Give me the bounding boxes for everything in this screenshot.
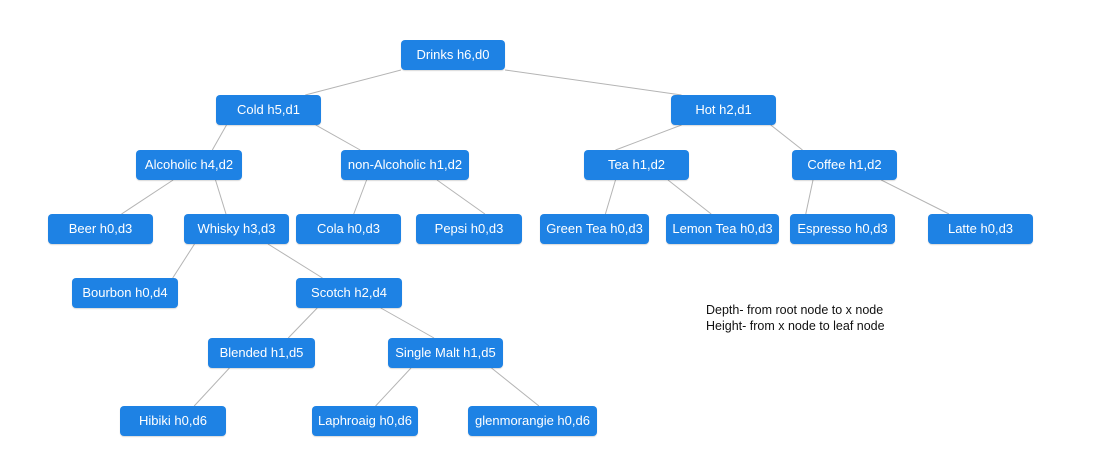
edge-coffee-espresso bbox=[805, 179, 814, 215]
edge-non_alcoholic-cola bbox=[353, 179, 368, 215]
node-cold[interactable]: Cold h5,d1 bbox=[216, 95, 321, 125]
node-lemon-tea[interactable]: Lemon Tea h0,d3 bbox=[666, 214, 779, 244]
node-single-malt[interactable]: Single Malt h1,d5 bbox=[388, 338, 503, 368]
node-coffee[interactable]: Coffee h1,d2 bbox=[792, 150, 897, 180]
edge-blended-hibiki bbox=[193, 367, 230, 407]
legend: Depth- from root node to x node Height- … bbox=[706, 302, 885, 334]
node-non-alcoholic[interactable]: non-Alcoholic h1,d2 bbox=[341, 150, 469, 180]
node-laphroaig[interactable]: Laphroaig h0,d6 bbox=[312, 406, 418, 436]
node-pepsi[interactable]: Pepsi h0,d3 bbox=[416, 214, 522, 244]
legend-depth: Depth- from root node to x node bbox=[706, 303, 884, 317]
edge-alcoholic-beer bbox=[121, 179, 174, 215]
edge-scotch-blended bbox=[287, 307, 318, 339]
node-beer[interactable]: Beer h0,d3 bbox=[48, 214, 153, 244]
edge-alcoholic-whisky bbox=[215, 179, 227, 215]
edge-cold-alcoholic bbox=[211, 124, 227, 151]
edge-coffee-latte bbox=[881, 179, 950, 215]
node-hibiki[interactable]: Hibiki h0,d6 bbox=[120, 406, 226, 436]
node-cola[interactable]: Cola h0,d3 bbox=[296, 214, 401, 244]
node-scotch[interactable]: Scotch h2,d4 bbox=[296, 278, 402, 308]
edge-whisky-scotch bbox=[267, 243, 323, 279]
edge-single_malt-glenmorangie bbox=[491, 367, 540, 407]
edge-hot-coffee bbox=[770, 124, 803, 151]
edge-non_alcoholic-pepsi bbox=[436, 179, 486, 215]
edge-hot-tea bbox=[615, 124, 682, 151]
node-drinks[interactable]: Drinks h6,d0 bbox=[401, 40, 505, 70]
legend-height: Height- from x node to leaf node bbox=[706, 319, 885, 333]
node-blended[interactable]: Blended h1,d5 bbox=[208, 338, 315, 368]
node-alcoholic[interactable]: Alcoholic h4,d2 bbox=[136, 150, 242, 180]
node-green-tea[interactable]: Green Tea h0,d3 bbox=[540, 214, 649, 244]
edge-tea-green_tea bbox=[604, 179, 616, 215]
edge-whisky-bourbon bbox=[172, 243, 195, 279]
node-tea[interactable]: Tea h1,d2 bbox=[584, 150, 689, 180]
edge-scotch-single_malt bbox=[380, 307, 435, 339]
edge-drinks-cold bbox=[305, 69, 402, 96]
edge-drinks-hot bbox=[504, 69, 682, 96]
node-latte[interactable]: Latte h0,d3 bbox=[928, 214, 1033, 244]
node-glenmorangie[interactable]: glenmorangie h0,d6 bbox=[468, 406, 597, 436]
node-espresso[interactable]: Espresso h0,d3 bbox=[790, 214, 895, 244]
edge-cold-non_alcoholic bbox=[315, 124, 361, 151]
node-bourbon[interactable]: Bourbon h0,d4 bbox=[72, 278, 178, 308]
node-whisky[interactable]: Whisky h3,d3 bbox=[184, 214, 289, 244]
edge-tea-lemon_tea bbox=[667, 179, 712, 215]
node-hot[interactable]: Hot h2,d1 bbox=[671, 95, 776, 125]
edge-single_malt-laphroaig bbox=[375, 367, 412, 407]
